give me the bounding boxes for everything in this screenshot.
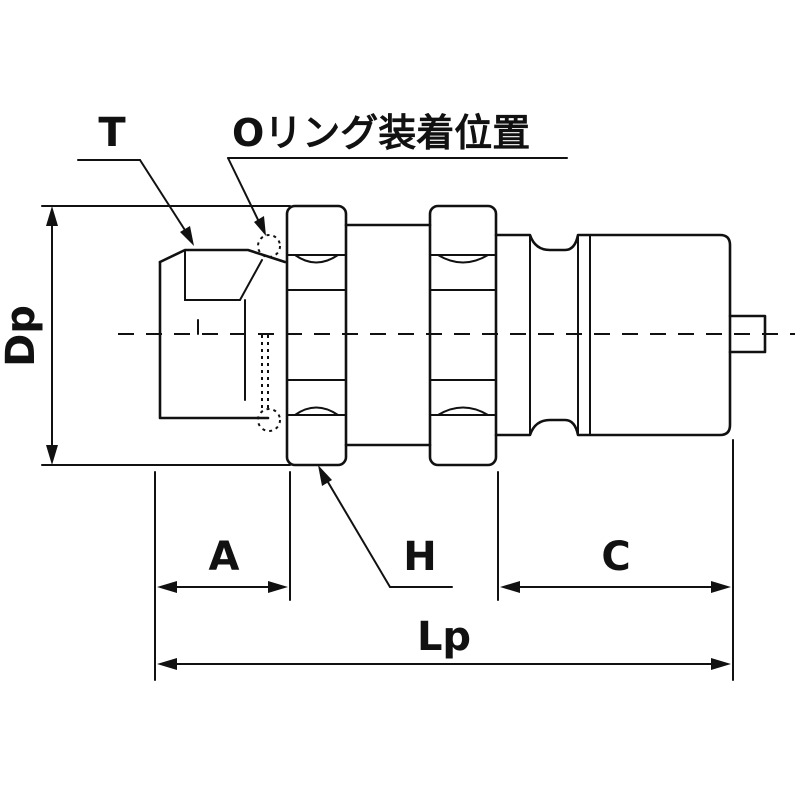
plug-nose (494, 233, 767, 437)
a-dimension: A (154, 471, 291, 681)
dp-label: Dp (0, 305, 44, 367)
lp-dimension: Lp (157, 614, 731, 670)
thread-label: T (98, 110, 126, 156)
hex-label: H (403, 534, 436, 580)
lp-label: Lp (417, 614, 471, 660)
c-label: C (601, 534, 630, 580)
a-label: A (209, 534, 240, 580)
thread-leader: T (77, 110, 194, 246)
threaded-end (158, 234, 287, 432)
oring-label: Oリング装着位置 (232, 111, 530, 155)
middle-body (344, 223, 432, 447)
hex-nut-2 (428, 204, 498, 467)
hex-leader: H (318, 465, 453, 588)
dp-dimension: Dp (0, 205, 291, 466)
oring-leader: Oリング装着位置 (227, 111, 568, 236)
hex-nut-1 (285, 204, 348, 467)
c-dimension: C (497, 439, 734, 681)
